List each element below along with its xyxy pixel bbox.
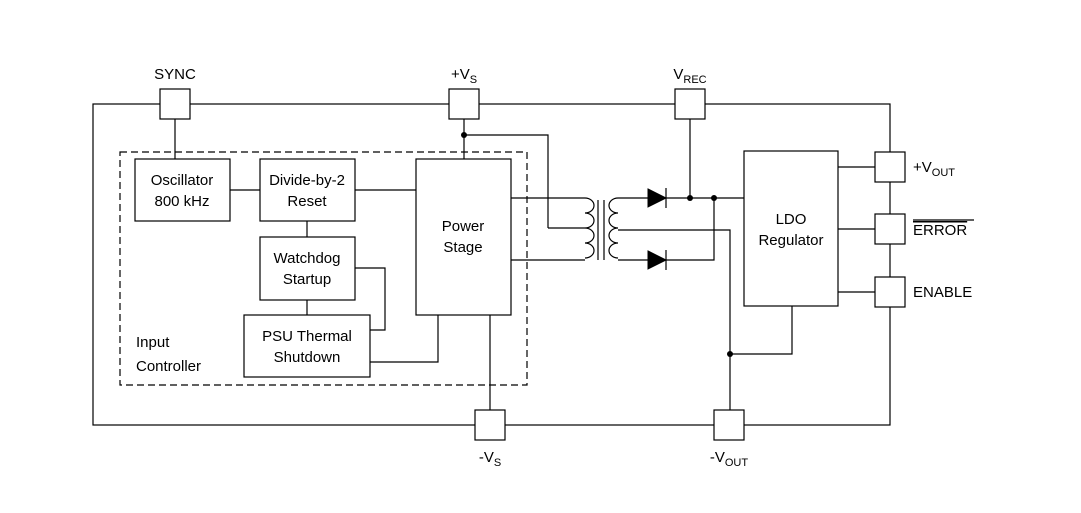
vs-pos-pin-label: +VS (451, 66, 477, 86)
ldo-block: LDO Regulator (743, 150, 839, 307)
divider-block: Divide-by-2 Reset (259, 158, 356, 222)
sync-pin (159, 88, 191, 120)
thermal-label-1: PSU Thermal (262, 328, 352, 345)
watchdog-block: Watchdog Startup (259, 236, 356, 301)
divider-label-1: Divide-by-2 (269, 172, 345, 189)
input-controller-region (119, 151, 528, 386)
junction-dot (687, 195, 693, 201)
error-pin-label: ERROR (913, 222, 967, 239)
vout-neg-pin-label: -VOUT (710, 449, 749, 469)
thermal-block: PSU Thermal Shutdown (243, 314, 371, 378)
oscillator-label-2: 800 kHz (154, 193, 209, 210)
power-stage-block: Power Stage (415, 158, 512, 316)
error-pin (874, 213, 906, 245)
junction-dot (727, 351, 733, 357)
power-stage-label-2: Stage (443, 239, 482, 256)
sync-pin-label: SYNC (154, 66, 196, 83)
vrec-pin-label: VREC (673, 66, 706, 86)
vout-pos-pin-label: +VOUT (913, 159, 955, 179)
vout-pos-pin (874, 151, 906, 183)
thermal-label-2: Shutdown (274, 349, 341, 366)
wiring (174, 119, 875, 410)
vs-neg-pin (474, 409, 506, 441)
oscillator-block: Oscillator 800 kHz (134, 158, 231, 222)
input-controller-label-1: Input (136, 334, 170, 351)
junction-dot (461, 132, 467, 138)
enable-pin (874, 276, 906, 308)
enable-pin-label: ENABLE (913, 284, 972, 301)
divider-label-2: Reset (287, 193, 327, 210)
junction-dot (711, 195, 717, 201)
watchdog-label-2: Startup (283, 271, 331, 288)
vs-pos-pin (448, 88, 480, 120)
oscillator-label-1: Oscillator (151, 172, 214, 189)
vout-neg-pin (713, 409, 745, 441)
ldo-label-1: LDO (776, 211, 807, 228)
power-stage-label-1: Power (442, 218, 485, 235)
input-controller-label-2: Controller (136, 358, 201, 375)
watchdog-label-1: Watchdog (274, 250, 341, 267)
vrec-pin (674, 88, 706, 120)
lower-diode (647, 250, 668, 270)
upper-diode (647, 188, 668, 208)
ldo-label-2: Regulator (758, 232, 823, 249)
vs-neg-pin-label: -VS (479, 449, 501, 469)
